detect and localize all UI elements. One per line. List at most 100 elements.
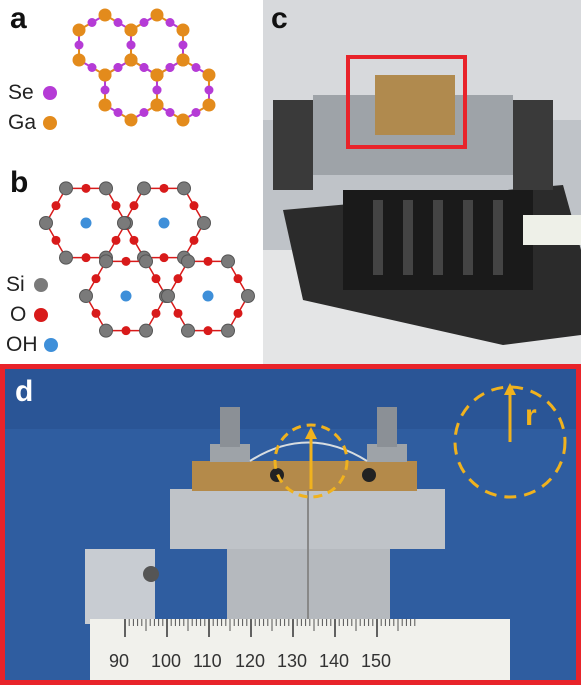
ruler-label: 120: [235, 651, 266, 671]
o-atom: [159, 183, 169, 193]
radius-reference-circle: [453, 385, 567, 499]
curvature-circle: [273, 423, 349, 499]
oh-legend-dot: [44, 338, 58, 352]
ruler-label: 100: [151, 651, 182, 671]
highlight-box: [346, 55, 467, 149]
ruler-label: 130: [277, 651, 308, 671]
panel-c-photo: c: [263, 0, 581, 364]
o-atom: [91, 274, 101, 284]
se-atom: [191, 108, 201, 117]
o-atom: [129, 235, 139, 245]
si-atom: [39, 216, 53, 230]
silicate-lattice-diagram: [39, 181, 255, 338]
si-atom: [99, 181, 113, 196]
o-legend-dot: [34, 308, 48, 322]
ruler-label: 150: [361, 651, 392, 671]
ga-atom: [202, 68, 216, 82]
ga-atom: [150, 8, 164, 22]
sample-stage-photo: [5, 369, 576, 680]
si-atom: [197, 216, 211, 230]
o-atom: [173, 274, 183, 284]
gase-lattice-diagram: [72, 8, 216, 127]
o-atom: [189, 235, 199, 245]
panel-a-label: a: [10, 2, 27, 35]
si-atom: [221, 254, 235, 269]
ga-atom: [72, 23, 86, 37]
se-atom: [139, 108, 149, 117]
oh-group: [120, 290, 132, 302]
se-legend-dot: [43, 86, 57, 100]
si-atom: [221, 323, 235, 338]
ga-atom: [150, 68, 164, 82]
si-atom: [177, 181, 191, 196]
si-legend-dot: [34, 278, 48, 292]
o-legend-label: O: [10, 303, 27, 326]
ruler-label: 90: [109, 651, 130, 671]
se-atom: [113, 108, 123, 117]
se-atom: [113, 63, 123, 72]
strain-device-photo: [263, 0, 581, 364]
ga-atom: [98, 8, 112, 22]
ga-atom: [124, 113, 138, 127]
si-atom: [139, 323, 153, 338]
se-atom: [204, 85, 214, 95]
ga-atom: [98, 68, 112, 82]
o-atom: [81, 253, 91, 263]
o-atom: [159, 253, 169, 263]
se-atom: [126, 40, 136, 50]
si-atom: [181, 254, 195, 269]
si-atom: [241, 289, 255, 303]
oh-group: [158, 217, 170, 229]
ga-atom: [202, 98, 216, 112]
se-legend-label: Se: [8, 81, 34, 104]
ga-legend-label: Ga: [8, 111, 37, 134]
se-atom: [139, 63, 149, 72]
si-atom: [59, 250, 73, 265]
ga-legend-dot: [43, 116, 57, 130]
se-atom: [152, 85, 162, 95]
ga-atom: [124, 53, 138, 67]
o-atom: [151, 308, 161, 318]
se-atom: [87, 63, 97, 72]
si-atom: [59, 181, 73, 196]
se-atom: [87, 18, 97, 27]
se-atom: [191, 63, 201, 72]
o-atom: [203, 256, 213, 266]
o-atom: [233, 308, 243, 318]
o-atom: [51, 201, 61, 211]
o-atom: [111, 201, 121, 211]
o-atom: [203, 326, 213, 336]
ga-atom: [176, 23, 190, 37]
si-atom: [117, 216, 131, 230]
se-atom: [100, 85, 110, 95]
ga-atom: [176, 53, 190, 67]
oh-group: [80, 217, 92, 229]
o-atom: [111, 235, 121, 245]
ga-atom: [98, 98, 112, 112]
panel-c-label: c: [271, 2, 288, 35]
o-atom: [129, 201, 139, 211]
o-atom: [51, 235, 61, 245]
se-atom: [165, 63, 175, 72]
si-legend-label: Si: [6, 273, 25, 296]
se-atom: [139, 18, 149, 27]
radius-label: r: [525, 399, 537, 432]
se-atom: [74, 40, 84, 50]
ga-atom: [176, 113, 190, 127]
panel-d-label: d: [15, 375, 34, 408]
ga-atom: [150, 98, 164, 112]
se-atom: [165, 108, 175, 117]
o-atom: [233, 274, 243, 284]
si-atom: [99, 254, 113, 269]
se-atom: [113, 18, 123, 27]
se-atom: [178, 40, 188, 50]
o-atom: [121, 326, 131, 336]
si-atom: [99, 323, 113, 338]
o-atom: [81, 183, 91, 193]
panel-b-label: b: [10, 166, 29, 199]
si-atom: [181, 323, 195, 338]
o-atom: [121, 256, 131, 266]
si-atom: [161, 289, 175, 303]
o-atom: [173, 308, 183, 318]
